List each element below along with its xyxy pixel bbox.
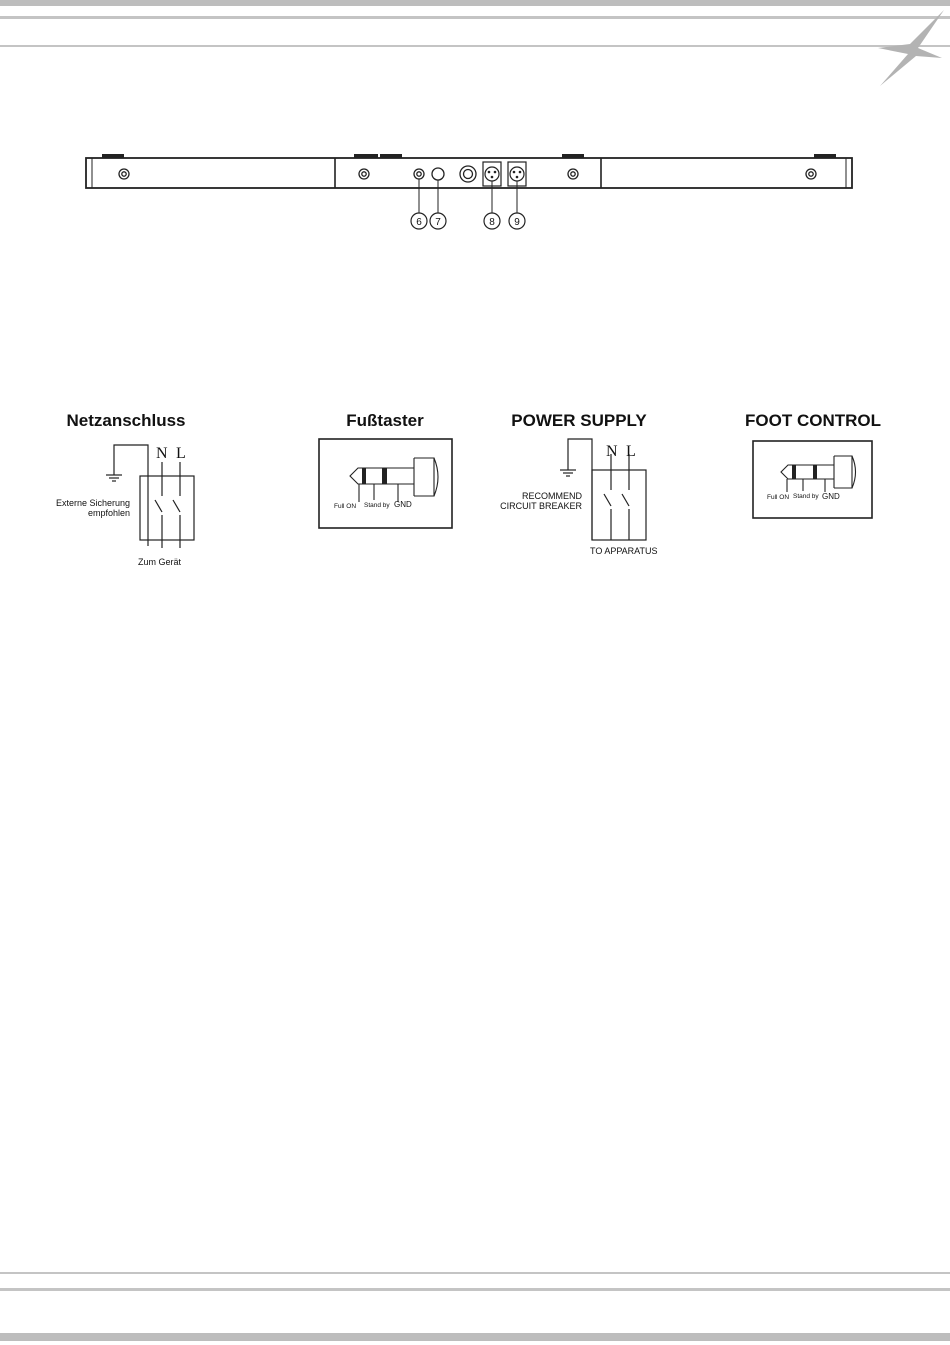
fusstaster-diagram — [318, 438, 454, 530]
netz-label-n: N — [156, 445, 168, 463]
foot-control-stand-by: Stand by — [793, 493, 819, 500]
foot-control-diagram — [752, 440, 874, 520]
heading-power-supply: POWER SUPPLY — [479, 411, 679, 431]
foot-control-gnd: GND — [822, 492, 840, 501]
fusstaster-full-on: Full ON — [334, 503, 356, 510]
brand-star-logo — [872, 10, 944, 86]
top-rule-thin — [0, 45, 950, 47]
power-label-l: L — [626, 443, 636, 461]
power-breaker-line1: RECOMMEND — [480, 491, 582, 501]
fusstaster-stand-by: Stand by — [364, 502, 390, 509]
netz-output-label: Zum Gerät — [138, 557, 181, 567]
netzanschluss-diagram — [100, 440, 210, 552]
heading-fusstaster: Fußtaster — [285, 411, 485, 431]
power-breaker-line2: CIRCUIT BREAKER — [480, 501, 582, 511]
netz-label-l: L — [176, 445, 186, 463]
bottom-rule-thick — [0, 1333, 950, 1341]
bottom-rule-thin — [0, 1272, 950, 1274]
top-rule-thick — [0, 0, 950, 6]
rear-panel-drawing: 6 7 8 9 — [84, 150, 864, 232]
top-rule-middle — [0, 16, 950, 19]
fusstaster-gnd: GND — [394, 500, 412, 509]
heading-netzanschluss: Netzanschluss — [26, 411, 226, 431]
heading-foot-control: FOOT CONTROL — [713, 411, 913, 431]
callout-8: 8 — [489, 217, 495, 228]
foot-control-full-on: Full ON — [767, 494, 789, 501]
netz-fuse-line1: Externe Sicherung — [40, 498, 130, 508]
power-output-label: TO APPARATUS — [590, 546, 658, 556]
bottom-rule-middle — [0, 1288, 950, 1291]
callout-7: 7 — [435, 217, 441, 228]
netz-fuse-line2: empfohlen — [40, 508, 130, 518]
callout-6: 6 — [416, 217, 422, 228]
callout-9: 9 — [514, 217, 520, 228]
power-label-n: N — [606, 443, 618, 461]
